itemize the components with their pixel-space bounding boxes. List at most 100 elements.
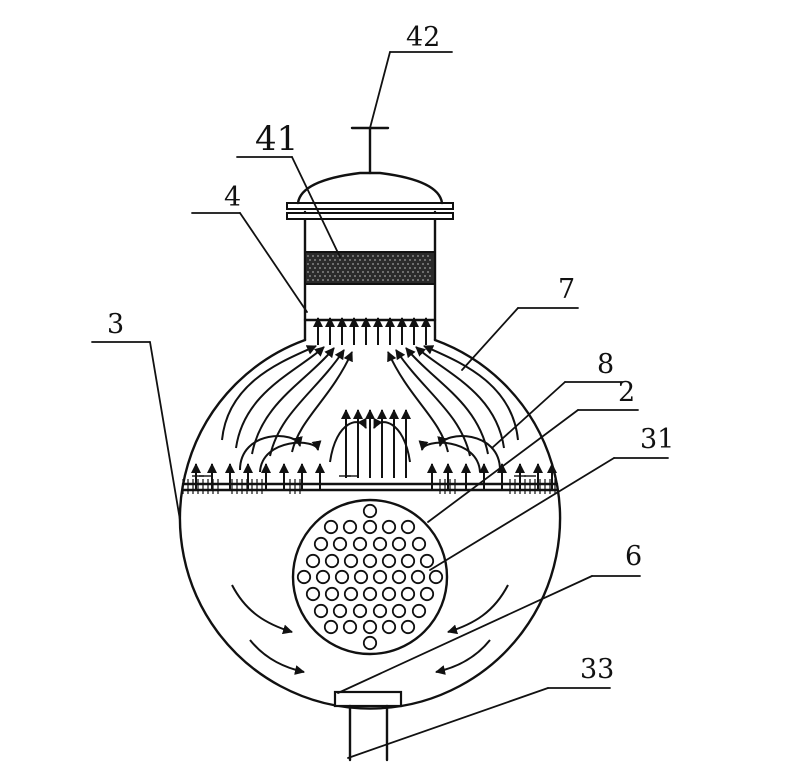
mesh-dot bbox=[384, 259, 386, 261]
mesh-dot bbox=[384, 275, 386, 277]
mesh-dot bbox=[312, 279, 314, 281]
mesh-dot bbox=[332, 279, 334, 281]
tube-hole bbox=[305, 586, 321, 602]
mesh-dot bbox=[407, 279, 409, 281]
mesh-dot bbox=[334, 267, 336, 269]
tube-hole bbox=[323, 619, 339, 635]
mesh-dot bbox=[414, 259, 416, 261]
tube-hole bbox=[342, 519, 358, 535]
mesh-dot bbox=[324, 275, 326, 277]
mesh-dot bbox=[384, 267, 386, 269]
mesh-dot bbox=[377, 263, 379, 265]
mesh-dot bbox=[309, 259, 311, 261]
tube-hole bbox=[334, 569, 350, 585]
tube-hole bbox=[400, 553, 416, 569]
mesh-dot bbox=[307, 263, 309, 265]
mesh-dot bbox=[397, 255, 399, 257]
mesh-dot bbox=[332, 271, 334, 273]
mesh-dot bbox=[349, 275, 351, 277]
mesh-dot bbox=[424, 275, 426, 277]
tube-hole bbox=[353, 569, 369, 585]
mesh-dot bbox=[387, 279, 389, 281]
mesh-dot bbox=[394, 267, 396, 269]
tube-hole bbox=[391, 603, 407, 619]
mesh-dot bbox=[327, 255, 329, 257]
tube-hole bbox=[332, 603, 348, 619]
mesh-dot bbox=[369, 267, 371, 269]
mesh-dot bbox=[307, 255, 309, 257]
mesh-dot bbox=[397, 279, 399, 281]
flow-streamline bbox=[395, 349, 471, 457]
mesh-dot bbox=[392, 279, 394, 281]
mesh-dot bbox=[312, 255, 314, 257]
mesh-dot bbox=[412, 271, 414, 273]
tube-hole bbox=[305, 553, 321, 569]
mesh-dot bbox=[377, 279, 379, 281]
flow-streamline bbox=[251, 347, 335, 455]
mesh-dot bbox=[342, 255, 344, 257]
mesh-dot bbox=[337, 271, 339, 273]
mesh-dot bbox=[374, 275, 376, 277]
mesh-dot bbox=[387, 263, 389, 265]
mesh-dot bbox=[329, 259, 331, 261]
tube-bundle bbox=[291, 498, 449, 656]
mesh-dot bbox=[394, 275, 396, 277]
tube-hole bbox=[381, 553, 397, 569]
flow-streamline bbox=[235, 346, 325, 449]
mesh-dot bbox=[409, 275, 411, 277]
label-7: 7 bbox=[558, 274, 575, 305]
tube-hole bbox=[419, 553, 435, 569]
tube-hole bbox=[362, 635, 378, 651]
tube-hole bbox=[362, 586, 378, 602]
mesh-dot bbox=[317, 255, 319, 257]
mesh-dot bbox=[399, 267, 401, 269]
mesh-dot bbox=[357, 263, 359, 265]
mesh-dot bbox=[404, 259, 406, 261]
mesh-dot bbox=[317, 279, 319, 281]
mesh-dot bbox=[392, 263, 394, 265]
tube-hole bbox=[313, 603, 329, 619]
vessel-shell bbox=[178, 338, 562, 710]
tube-hole bbox=[324, 553, 340, 569]
mesh-dot bbox=[342, 271, 344, 273]
mesh-dot bbox=[424, 259, 426, 261]
mesh-dot bbox=[389, 259, 391, 261]
mesh-dot bbox=[359, 267, 361, 269]
mesh-dot bbox=[322, 263, 324, 265]
mesh-dot bbox=[364, 267, 366, 269]
tube-hole bbox=[313, 536, 329, 552]
mesh-dot bbox=[367, 271, 369, 273]
mesh-dot bbox=[382, 279, 384, 281]
mesh-dot bbox=[324, 259, 326, 261]
mesh-dot bbox=[337, 263, 339, 265]
mesh-dot bbox=[417, 279, 419, 281]
mesh-dot bbox=[344, 259, 346, 261]
mesh-dot bbox=[409, 259, 411, 261]
mesh-dot bbox=[362, 271, 364, 273]
flow-loop bbox=[437, 435, 501, 471]
mesh-dot bbox=[402, 263, 404, 265]
mesh-dot bbox=[314, 267, 316, 269]
mesh-dot bbox=[342, 263, 344, 265]
mesh-dot bbox=[424, 267, 426, 269]
tube-hole bbox=[296, 569, 312, 585]
mesh-dot bbox=[402, 271, 404, 273]
flow-loop bbox=[418, 440, 481, 473]
mesh-dot bbox=[374, 267, 376, 269]
mesh-dot bbox=[429, 259, 431, 261]
mesh-dot bbox=[334, 259, 336, 261]
mesh-dot bbox=[329, 275, 331, 277]
label-41: 41 bbox=[255, 119, 298, 159]
mesh-dot bbox=[317, 271, 319, 273]
mesh-dot bbox=[342, 279, 344, 281]
mesh-dot bbox=[387, 271, 389, 273]
mesh-dot bbox=[319, 275, 321, 277]
mesh-dot bbox=[344, 267, 346, 269]
label-4: 4 bbox=[224, 182, 241, 213]
label-6: 6 bbox=[625, 541, 642, 572]
mesh-dot bbox=[382, 271, 384, 273]
mesh-dot bbox=[369, 275, 371, 277]
mesh-dot bbox=[329, 267, 331, 269]
mesh-dot bbox=[379, 267, 381, 269]
mesh-dot bbox=[427, 279, 429, 281]
